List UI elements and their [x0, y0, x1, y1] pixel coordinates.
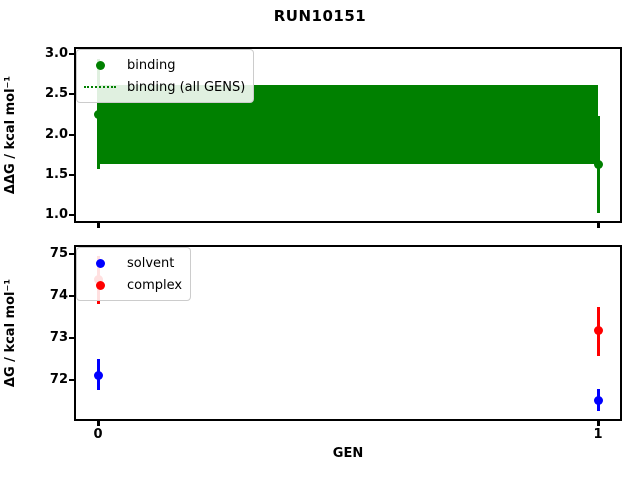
legend-item-solvent: solvent — [81, 252, 182, 274]
legend-label-complex: complex — [127, 277, 183, 293]
x-tick-mark — [596, 419, 600, 426]
legend-marker-cell — [81, 60, 119, 70]
legend-item-binding: binding — [81, 54, 245, 76]
legend-item-binding-all-gens: binding (all GENS) — [81, 76, 245, 98]
complex-marker-icon — [95, 280, 105, 290]
y-tick-label: 74 — [49, 287, 68, 303]
legend-label-binding: binding — [127, 57, 176, 73]
top-y-axis-label: ΔΔG / kcal mol⁻¹ — [3, 75, 18, 195]
binding-marker — [93, 109, 103, 119]
binding-all-gens-dotted-line-icon — [84, 86, 116, 88]
legend-label-binding-all-gens: binding (all GENS) — [127, 79, 246, 95]
x-tick-mark — [596, 221, 600, 228]
y-tick-label: 3.0 — [44, 45, 68, 61]
y-tick-mark — [69, 379, 76, 382]
y-tick-label: 72 — [49, 372, 68, 388]
y-tick-label: 2.5 — [44, 86, 68, 102]
solvent-marker-icon — [95, 258, 105, 268]
y-tick-mark — [69, 133, 76, 136]
chart-title: RUN10151 — [273, 7, 367, 25]
y-tick-label: 1.5 — [44, 166, 68, 182]
y-tick-label: 75 — [49, 245, 68, 261]
x-tick-mark — [96, 221, 100, 228]
binding-marker — [593, 159, 603, 169]
legend-marker-cell — [81, 280, 119, 290]
y-tick-mark — [69, 173, 76, 176]
complex-marker — [593, 326, 603, 336]
y-tick-mark — [69, 337, 76, 340]
y-tick-label: 2.0 — [44, 126, 68, 142]
x-tick-mark — [96, 419, 100, 426]
y-tick-label: 73 — [49, 330, 68, 346]
binding-marker-icon — [95, 60, 105, 70]
bottom-y-axis-label: ΔG / kcal mol⁻¹ — [3, 278, 18, 388]
top-axes: ΔΔG / kcal mol⁻¹ 3.0 2.5 2.0 1.5 1.0 binding… — [3, 46, 622, 228]
x-tick-label: 1 — [593, 427, 603, 442]
top-legend: binding binding (all GENS) — [76, 49, 255, 103]
legend-item-complex: complex — [81, 274, 182, 296]
bottom-axes: ΔG / kcal mol⁻¹ GEN 75 74 73 72 0 1 solvent c… — [3, 245, 622, 461]
x-axis-label: GEN — [332, 446, 364, 461]
y-tick-mark — [69, 93, 76, 96]
solvent-marker — [593, 395, 603, 405]
legend-label-solvent: solvent — [127, 255, 175, 271]
bottom-legend: solvent complex — [76, 247, 192, 301]
y-tick-label: 1.0 — [44, 207, 68, 223]
legend-marker-cell — [81, 258, 119, 268]
solvent-marker — [93, 370, 103, 380]
legend-marker-cell — [81, 86, 119, 88]
y-tick-mark — [69, 294, 76, 297]
x-tick-label: 0 — [93, 427, 103, 442]
y-tick-mark — [69, 52, 76, 55]
y-tick-mark — [69, 214, 76, 217]
y-tick-mark — [69, 252, 76, 255]
